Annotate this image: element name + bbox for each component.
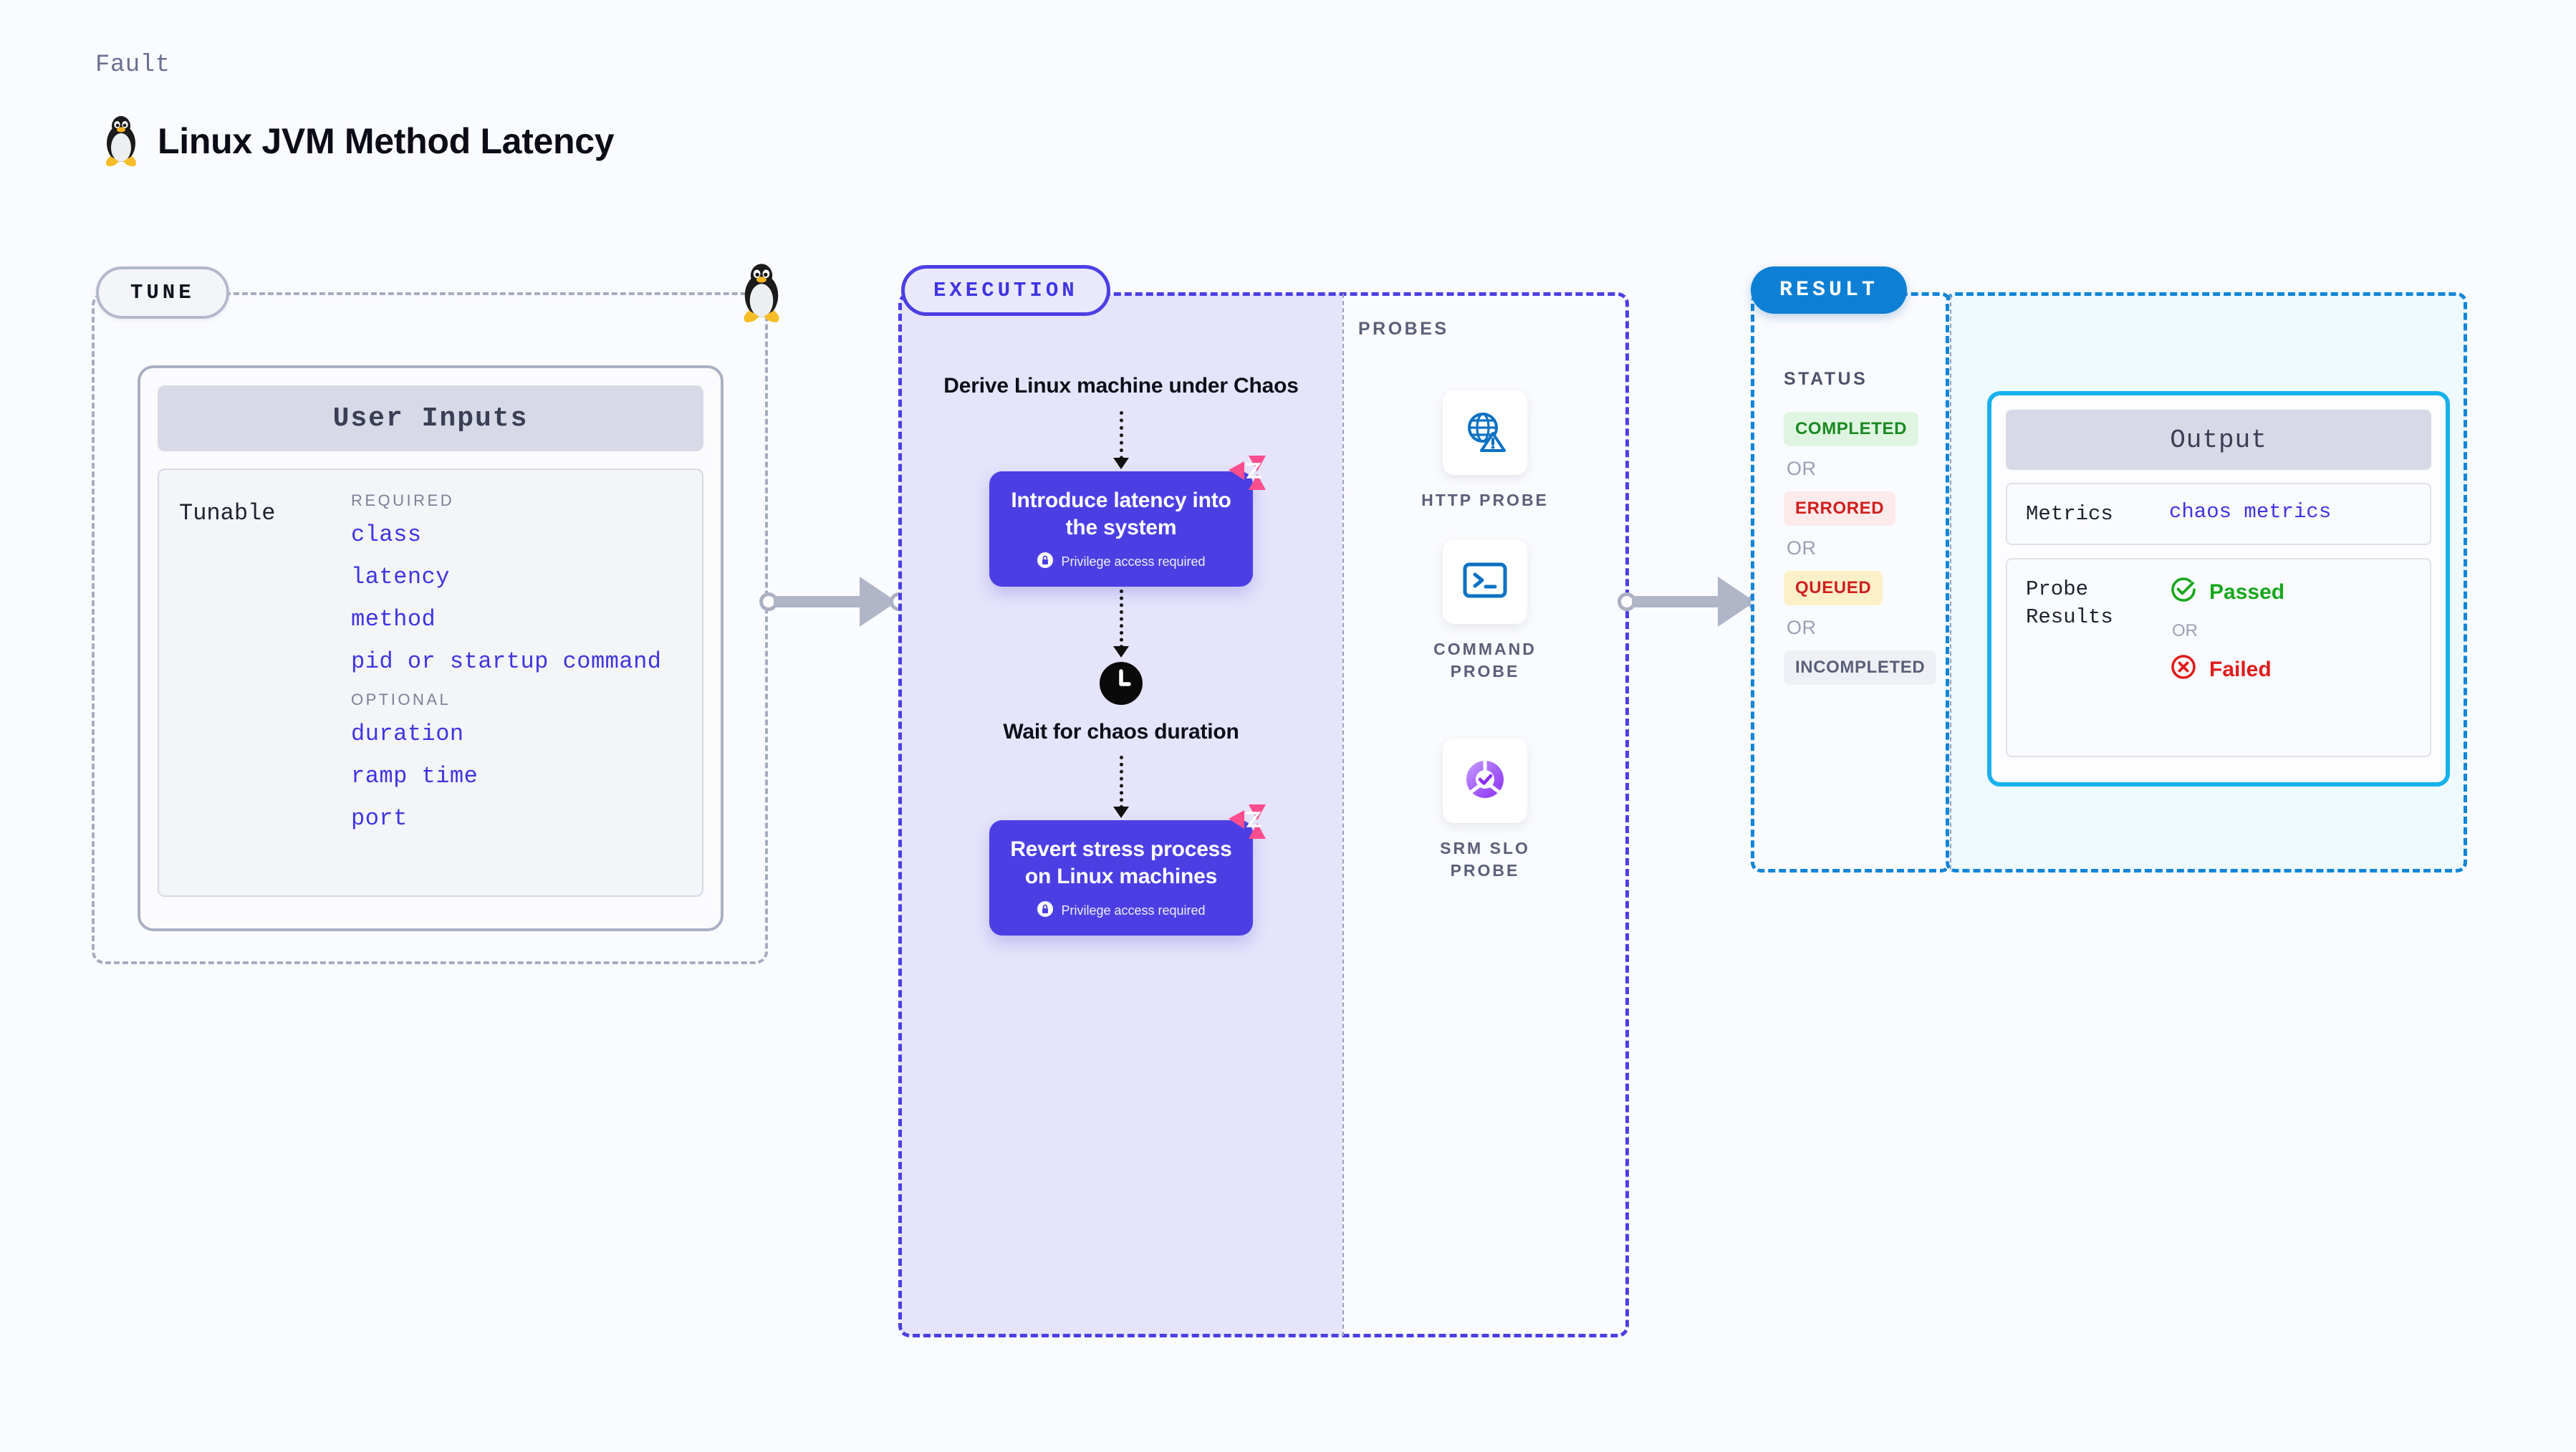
chaos-fault-icon <box>1227 803 1269 840</box>
probe-command[interactable]: COMMAND PROBE <box>1406 539 1564 683</box>
probe-srm-slo[interactable]: SRM SLO PROBE <box>1406 739 1564 882</box>
tunable-item-pid-or-startup-command[interactable]: pid or startup command <box>351 648 662 675</box>
page-kicker: Fault <box>95 52 170 79</box>
status-badge-errored: ERRORED <box>1784 491 1896 526</box>
execution-node-privilege-text: Privilege access required <box>1061 554 1206 569</box>
execution-node-introduce-latency[interactable]: Introduce latency into the system Privil… <box>989 456 1266 587</box>
probe-tile[interactable] <box>1443 390 1527 475</box>
tunable-label: Tunable <box>179 500 276 527</box>
status-or-1: OR <box>1787 458 1817 479</box>
status-title: STATUS <box>1784 369 1868 389</box>
connector-tune-to-execution <box>759 577 908 627</box>
status-badge-incompleted: INCOMPLETED <box>1784 650 1937 685</box>
execution-node-privilege: Privilege access required <box>1037 552 1206 572</box>
lock-icon <box>1037 900 1054 921</box>
page-title-row: Linux JVM Method Latency <box>100 115 615 168</box>
execution-node-title: Revert stress process on Linux machines <box>1010 837 1232 889</box>
execution-step-caption-wait: Wait for chaos duration <box>1003 719 1239 744</box>
execution-node-privilege: Privilege access required <box>1037 900 1206 921</box>
output-header: Output <box>2006 410 2431 470</box>
output-metrics-row: Metrics chaos metrics <box>2006 483 2431 546</box>
x-circle-icon <box>2169 653 2198 687</box>
tunable-group-heading-required: REQUIRED <box>351 491 455 509</box>
status-badge-queued: QUEUED <box>1784 571 1883 605</box>
probe-http[interactable]: HTTP PROBE <box>1406 390 1564 511</box>
output-card: Output Metrics chaos metrics Probe Resul… <box>1987 391 2450 787</box>
output-metrics-label: Metrics <box>2026 502 2113 526</box>
linux-penguin-icon <box>100 115 142 168</box>
probe-result-failed-label: Failed <box>2209 658 2272 682</box>
probe-result-passed-label: Passed <box>2209 580 2285 605</box>
tune-region <box>92 292 768 964</box>
flow-arrow-1-icon <box>1113 411 1129 470</box>
tunable-item-method[interactable]: method <box>351 606 436 633</box>
probe-result-or: OR <box>2172 621 2198 641</box>
status-or-2: OR <box>1787 537 1817 559</box>
output-metrics-value[interactable]: chaos metrics <box>2169 500 2332 524</box>
tunable-item-class[interactable]: class <box>351 521 422 548</box>
tunable-item-duration[interactable]: duration <box>351 721 464 747</box>
tune-badge: TUNE <box>96 266 229 319</box>
probe-result-passed: Passed <box>2169 575 2284 610</box>
execution-badge: EXECUTION <box>901 265 1110 316</box>
tune-linux-penguin-icon <box>736 262 787 324</box>
clock-icon <box>1099 661 1143 706</box>
tunable-body: Tunable REQUIRED class latency method pi… <box>158 468 703 897</box>
terminal-icon <box>1461 559 1509 605</box>
probes-title: PROBES <box>1358 319 1449 339</box>
flow-arrow-2-icon <box>1113 589 1129 658</box>
execution-step-caption-derive: Derive Linux machine under Chaos <box>943 374 1299 398</box>
status-or-3: OR <box>1787 617 1817 638</box>
output-probe-results-row: Probe Results Passed OR <box>2006 558 2431 758</box>
slo-check-icon <box>1461 755 1509 807</box>
status-list: COMPLETED OR ERRORED OR QUEUED OR INCOMP… <box>1784 412 1948 685</box>
page-title: Linux JVM Method Latency <box>158 121 615 161</box>
probe-result-failed: Failed <box>2169 653 2284 687</box>
probes-divider <box>1342 294 1344 1336</box>
connector-bar <box>774 596 865 607</box>
user-inputs-header: User Inputs <box>158 385 703 451</box>
probe-label: COMMAND PROBE <box>1433 640 1537 681</box>
probe-label: HTTP PROBE <box>1421 491 1549 509</box>
tunable-group-heading-optional: OPTIONAL <box>351 691 451 708</box>
execution-node-revert-stress[interactable]: Revert stress process on Linux machines … <box>989 804 1266 936</box>
flow-arrow-3-icon <box>1113 756 1129 819</box>
user-inputs-card: User Inputs Tunable REQUIRED class laten… <box>138 365 724 931</box>
probe-tile[interactable] <box>1443 739 1527 823</box>
result-badge: RESULT <box>1751 266 1908 314</box>
tunable-item-port[interactable]: port <box>351 805 408 832</box>
execution-node-title: Introduce latency into the system <box>1011 489 1231 540</box>
execution-region <box>898 292 1629 1337</box>
output-probe-results-label: Probe Results <box>2026 577 2113 630</box>
lock-icon <box>1037 552 1054 572</box>
tunable-item-ramp-time[interactable]: ramp time <box>351 763 479 789</box>
globe-alert-icon <box>1461 408 1509 458</box>
result-divider <box>1950 295 1951 870</box>
chaos-fault-icon <box>1227 454 1269 491</box>
tunable-item-latency[interactable]: latency <box>351 564 450 590</box>
probe-tile[interactable] <box>1443 539 1527 624</box>
execution-node-privilege-text: Privilege access required <box>1061 903 1206 918</box>
check-circle-icon <box>2169 575 2198 610</box>
execution-flow: Derive Linux machine under Chaos Introdu… <box>900 372 1342 936</box>
probe-label: SRM SLO PROBE <box>1440 839 1530 880</box>
connector-execution-to-result <box>1618 577 1767 627</box>
connector-bar <box>1632 596 1724 607</box>
status-badge-completed: COMPLETED <box>1784 412 1919 446</box>
